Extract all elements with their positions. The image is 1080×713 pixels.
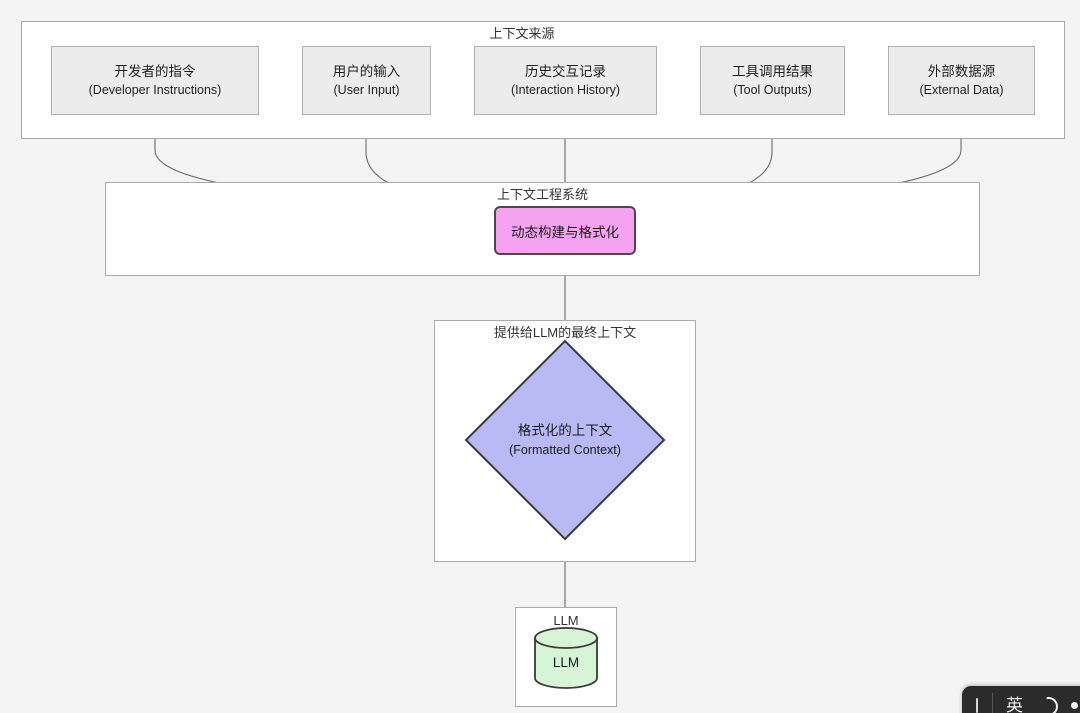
cluster-label-final-context: 提供给LLM的最终上下文 [493,325,637,340]
cluster-label-context-sources: 上下文来源 [489,26,555,41]
node-label-en: (Tool Outputs) [733,83,812,98]
node-label-cn: 历史交互记录 [525,63,606,79]
cluster-label-llm: LLM [553,613,579,628]
dot-icon[interactable] [1071,701,1078,709]
node-interaction-history[interactable]: 历史交互记录 (Interaction History) [474,46,657,115]
node-label-cn: 外部数据源 [927,63,996,79]
node-label-en: (External Data) [919,83,1004,98]
node-label-cn: 用户的输入 [332,63,401,79]
ime-language-mode-button[interactable]: 英 [1006,695,1023,713]
cylinder-shape [534,627,598,689]
node-label-en: (Interaction History) [510,83,621,98]
node-label-cn: 开发者的指令 [114,63,196,79]
node-label-en: (User Input) [333,83,400,98]
node-formatted-context[interactable]: 格式化的上下文 (Formatted Context) [464,339,666,541]
node-user-input[interactable]: 用户的输入 (User Input) [302,46,431,115]
node-tool-outputs[interactable]: 工具调用结果 (Tool Outputs) [700,46,845,115]
ime-floating-toolbar[interactable]: 英 [962,686,1080,713]
node-label: 动态构建与格式化 [511,224,619,240]
divider [992,693,993,713]
node-label-en: (Developer Instructions) [88,83,222,98]
node-label-cn: 工具调用结果 [732,63,813,79]
cluster-label-context-engineering-system: 上下文工程系统 [496,187,588,202]
node-dynamic-construction[interactable]: 动态构建与格式化 [494,206,636,255]
node-external-data[interactable]: 外部数据源 (External Data) [888,46,1035,115]
node-llm-database[interactable]: LLM [531,627,601,689]
node-developer-instructions[interactable]: 开发者的指令 (Developer Instructions) [51,46,259,115]
drag-handle-icon[interactable] [976,697,978,713]
diamond-shape [464,339,666,541]
crescent-moon-icon[interactable] [1039,697,1055,713]
